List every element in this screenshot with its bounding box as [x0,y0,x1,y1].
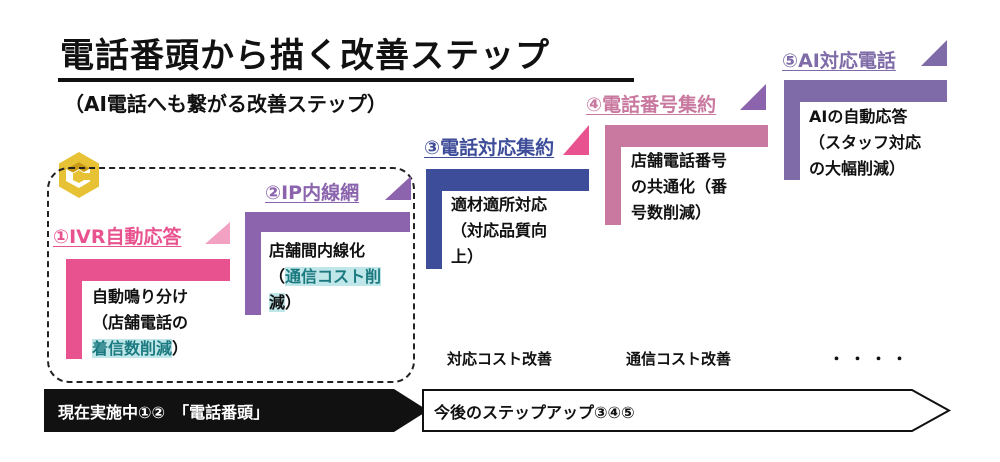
step3-bar-side [426,169,442,269]
step4-bar-top [605,125,768,147]
step2-corner-icon [385,176,411,200]
step5-description: AIの自動応答 （スタッフ対応 の大幅削減） [809,104,921,182]
step3-desc-line3: 上） [451,247,484,266]
step2-desc-highlight-b: 減 [269,293,286,312]
step3-corner-icon [563,125,589,155]
current-phase-arrow: 現在実施中①② 「電話番頭」 [44,389,430,432]
step5-desc-line1: AIの自動応答 [809,107,908,126]
future-phase-label: 今後のステップアップ③④⑤ [434,403,635,422]
step4-corner-icon [740,84,766,110]
step1-bar-side [66,259,82,359]
step2-desc-line2: （通信コスト削 [269,264,382,290]
cost-label-more: ・・・・ [829,350,914,368]
step5-desc-line3: の大幅削減） [809,159,906,178]
step4-desc-line2: の共通化（番 [631,177,728,196]
step4-desc-line3: 号数削減） [631,203,712,222]
step1-desc-highlight: 着信数削減 [92,339,173,358]
cost-label-response: 対応コスト改善 [447,350,553,368]
step5-label: ⑤AI対応電話 [782,50,896,72]
step1-label: ①IVR自動応答 [53,226,182,248]
step1-bar-top [66,259,230,281]
step1-desc-line1: 自動鳴り分け [92,287,189,306]
step4-bar-side [605,125,621,225]
step1-desc-tail: ） [172,339,189,358]
step5-corner-icon [921,40,947,66]
step2-desc-line3: 減） [269,290,381,316]
future-phase-arrow: 今後のステップアップ③④⑤ [422,389,952,432]
step5-bar-side [784,80,800,180]
step3-description: 適材適所対応 （対応品質向 上） [451,192,547,270]
step2-bar-top [245,212,410,232]
step3-label: ③電話対応集約 [424,137,555,159]
cost-label-communication: 通信コスト改善 [626,350,732,368]
step1-corner-icon [205,222,230,244]
current-phase-label: 現在実施中①② 「電話番頭」 [58,403,270,422]
step2-desc-highlight-a: 通信コスト削 [285,267,382,286]
step2-desc-line1: 店舗間内線化 [269,241,366,260]
step1-desc-line2: （店舗電話の [92,313,189,332]
step4-desc-line1: 店舗電話番号 [631,151,728,170]
page-subtitle: （AI電話へも繋がる改善ステップ） [64,92,387,116]
step4-description: 店舗電話番号 の共通化（番 号数削減） [631,148,727,226]
step2-label: ②IP内線網 [265,182,360,204]
step3-desc-line1: 適材適所対応 [451,195,548,214]
step3-bar-top [426,169,589,191]
step2-desc-open: （ [269,267,286,286]
current-steps-group [47,167,415,383]
step5-desc-line2: （スタッフ対応 [809,133,922,152]
step2-description: 店舗間内線化 （通信コスト削 減） [269,238,382,316]
step2-bar-side [245,212,261,315]
title-underline [58,78,634,82]
step1-desc-line3: 着信数削減） [92,336,188,362]
step4-label: ④電話番号集約 [586,94,717,116]
step2-desc-tail: ） [285,293,302,312]
page-title: 電話番頭から描く改善ステップ [60,36,550,76]
step1-description: 自動鳴り分け （店舗電話の 着信数削減） [92,284,188,362]
step5-bar-top [784,80,947,102]
step3-desc-line2: （対応品質向 [451,221,548,240]
